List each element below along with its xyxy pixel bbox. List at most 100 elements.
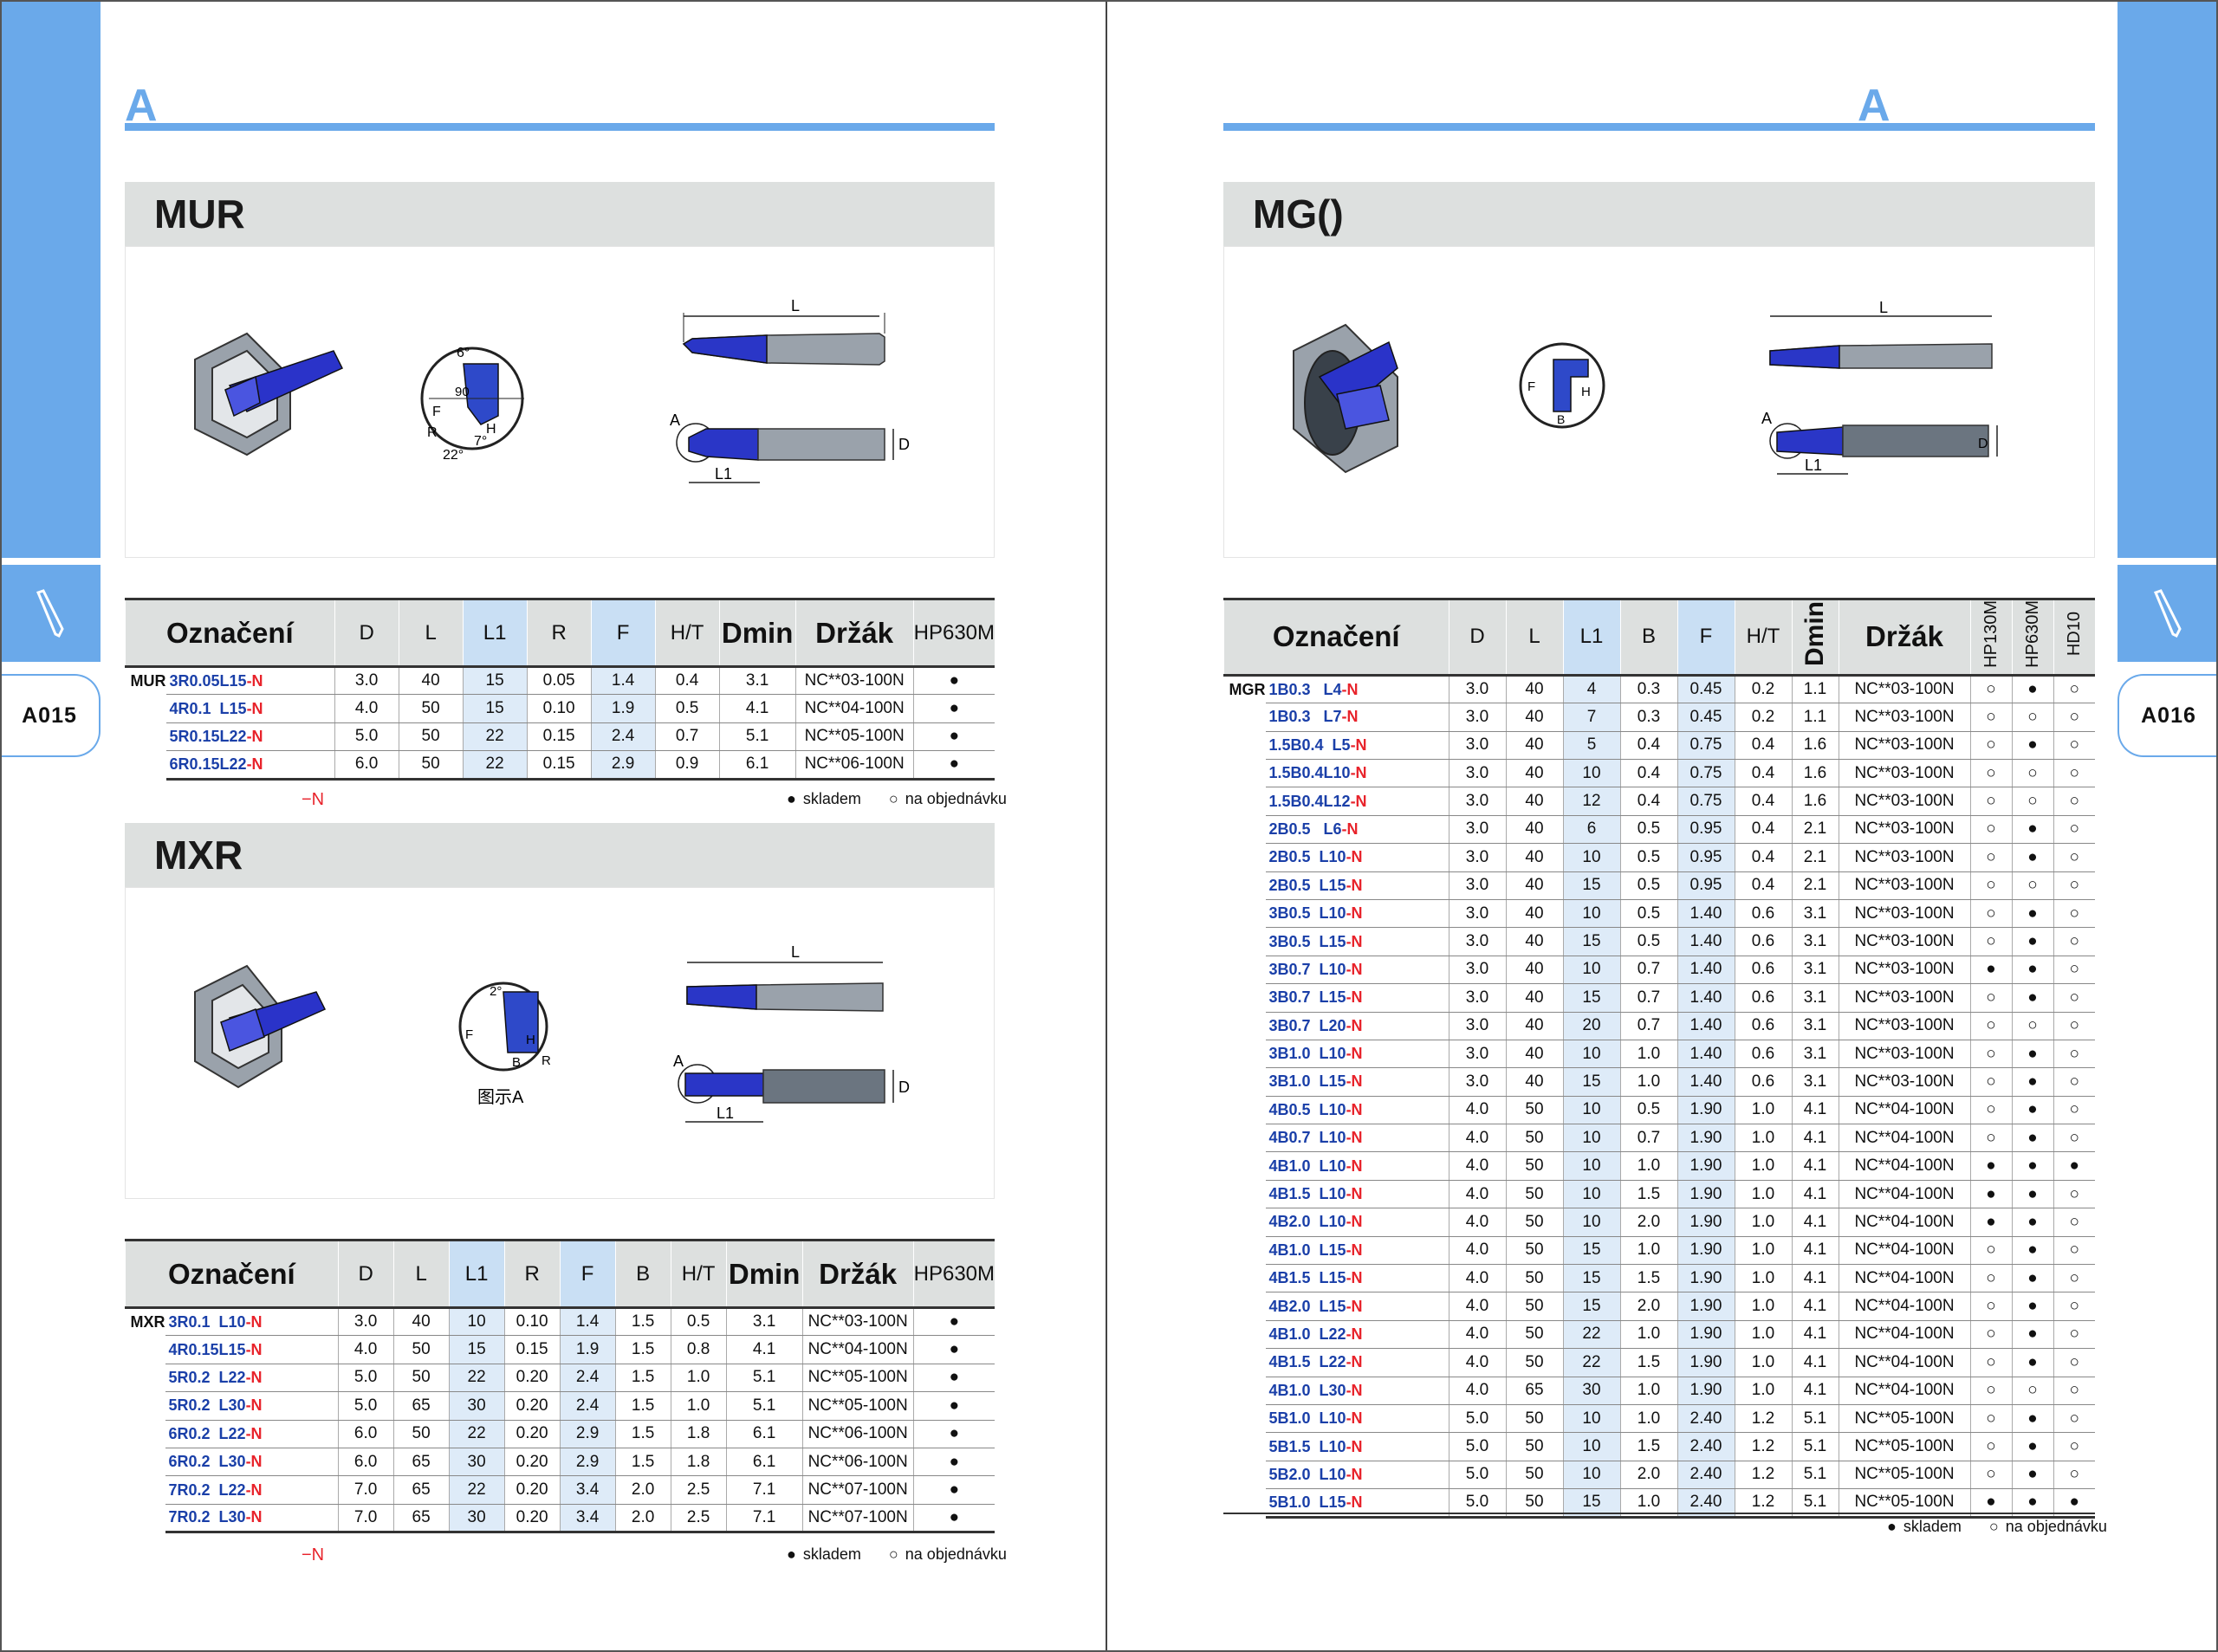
cell-b: 1.0 bbox=[1619, 1236, 1677, 1266]
cell-holder: NC**03-100N bbox=[1838, 815, 1970, 845]
cell-dmin: 2.1 bbox=[1791, 871, 1839, 900]
cell-g1: ● bbox=[1969, 1208, 2012, 1237]
cell-l1: 30 bbox=[448, 1391, 505, 1421]
cell-g1: ● bbox=[912, 1448, 995, 1477]
designation: 3R0.05L15-N bbox=[165, 666, 335, 696]
cell-l1: 4 bbox=[1562, 675, 1620, 704]
cell-holder: NC**05-100N bbox=[1838, 1404, 1970, 1434]
cell-b: 1.5 bbox=[614, 1307, 671, 1337]
series-label bbox=[1224, 703, 1266, 731]
designation-suffix: -N bbox=[1346, 1156, 1363, 1175]
column-header: Označení bbox=[1223, 598, 1449, 677]
cell-d: 4.0 bbox=[1448, 1348, 1506, 1377]
column-header: R bbox=[503, 1239, 561, 1309]
designation-code: 4B1.5 L22 bbox=[1268, 1353, 1346, 1371]
cell-b: 0.4 bbox=[1619, 731, 1677, 760]
cell-l1: 22 bbox=[448, 1364, 505, 1393]
series-label bbox=[1224, 984, 1266, 1012]
designation: 5B2.0 L10-N bbox=[1265, 1461, 1449, 1490]
cell-l1: 30 bbox=[448, 1504, 505, 1534]
cell-g3: ○ bbox=[2053, 983, 2095, 1013]
cell-l: 50 bbox=[398, 750, 464, 781]
mur-legend: ● skladem ○ na objednávku bbox=[787, 790, 1007, 808]
cell-l: 40 bbox=[1505, 703, 1563, 732]
mg-3d-view bbox=[1293, 323, 1398, 474]
mur-title: MUR bbox=[154, 191, 245, 236]
side-bar-tool bbox=[2117, 565, 2218, 662]
cell-b: 1.5 bbox=[614, 1420, 671, 1448]
cell-holder: NC**03-100N bbox=[1838, 759, 1970, 788]
label-a: A bbox=[670, 411, 680, 429]
cell-g3: ○ bbox=[2053, 1404, 2095, 1434]
cell-d: 3.0 bbox=[1448, 871, 1506, 900]
designation-code: 5R0.2 L22 bbox=[168, 1368, 246, 1386]
cell-g2: ● bbox=[2011, 1348, 2053, 1377]
cell-g3: ○ bbox=[2053, 1292, 2095, 1321]
cell-g1: ○ bbox=[1969, 1012, 2012, 1040]
column-header: F bbox=[590, 598, 656, 668]
cell-g3: ○ bbox=[2053, 1208, 2095, 1237]
cell-g2: ● bbox=[2011, 1096, 2053, 1125]
label-r2: R bbox=[542, 1053, 551, 1068]
mxr-side-view: L bbox=[686, 943, 884, 1012]
column-header-text: HP630M bbox=[2022, 600, 2042, 668]
designation: 5B1.0 L10-N bbox=[1265, 1404, 1449, 1434]
label-l1-2: L1 bbox=[717, 1105, 734, 1122]
designation-suffix: -N bbox=[245, 1396, 263, 1415]
cell-f: 2.9 bbox=[559, 1448, 616, 1477]
cell-g1: ● bbox=[912, 1307, 995, 1337]
cell-g3: ○ bbox=[2053, 871, 2095, 900]
designation-suffix: -N bbox=[1341, 820, 1359, 838]
cell-holder: NC**04-100N bbox=[801, 1335, 914, 1364]
designation: 5R0.2 L30-N bbox=[165, 1391, 339, 1421]
cell-f: 1.90 bbox=[1676, 1208, 1735, 1237]
column-header: Držák bbox=[801, 1239, 914, 1309]
cell-f: 1.90 bbox=[1676, 1292, 1735, 1321]
designation: 4B1.0 L10-N bbox=[1265, 1151, 1449, 1181]
cell-b: 1.0 bbox=[1619, 1040, 1677, 1069]
cell-f: 3.4 bbox=[559, 1475, 616, 1505]
cell-l: 65 bbox=[392, 1391, 450, 1421]
cell-b: 0.5 bbox=[1619, 927, 1677, 956]
series-label bbox=[1224, 899, 1266, 927]
cell-g3: ○ bbox=[2053, 956, 2095, 985]
cell-g1: ○ bbox=[1969, 787, 2012, 816]
cell-g3: ○ bbox=[2053, 1320, 2095, 1350]
mxr-legend: ● skladem ○ na objednávku bbox=[787, 1545, 1007, 1564]
designation-suffix: -N bbox=[1346, 1072, 1363, 1091]
cell-l: 50 bbox=[1505, 1461, 1563, 1490]
cell-ht: 1.2 bbox=[1734, 1461, 1792, 1490]
cell-g3: ○ bbox=[2053, 787, 2095, 816]
cell-b: 1.0 bbox=[1619, 1404, 1677, 1434]
cell-dmin: 5.1 bbox=[1791, 1404, 1839, 1434]
designation-suffix: -N bbox=[246, 727, 263, 745]
column-header: L bbox=[398, 598, 464, 668]
cell-b: 1.5 bbox=[1619, 1348, 1677, 1377]
cell-dmin: 1.1 bbox=[1791, 703, 1839, 732]
column-header: HD10 bbox=[2053, 598, 2095, 677]
cell-l1: 10 bbox=[1562, 843, 1620, 872]
cell-l: 40 bbox=[1505, 675, 1563, 704]
cell-ht: 1.0 bbox=[1734, 1377, 1792, 1405]
designation-suffix: -N bbox=[1346, 1185, 1363, 1203]
cell-g2: ● bbox=[2011, 956, 2053, 985]
cell-holder: NC**04-100N bbox=[1838, 1320, 1970, 1350]
cell-d: 7.0 bbox=[337, 1475, 394, 1505]
cell-d: 3.0 bbox=[1448, 843, 1506, 872]
cell-l1: 15 bbox=[462, 666, 528, 696]
cell-l: 50 bbox=[1505, 1236, 1563, 1266]
series-label bbox=[1224, 1040, 1266, 1067]
cell-ht: 0.4 bbox=[1734, 731, 1792, 760]
cell-d: 3.0 bbox=[1448, 759, 1506, 788]
series-label bbox=[126, 722, 166, 750]
